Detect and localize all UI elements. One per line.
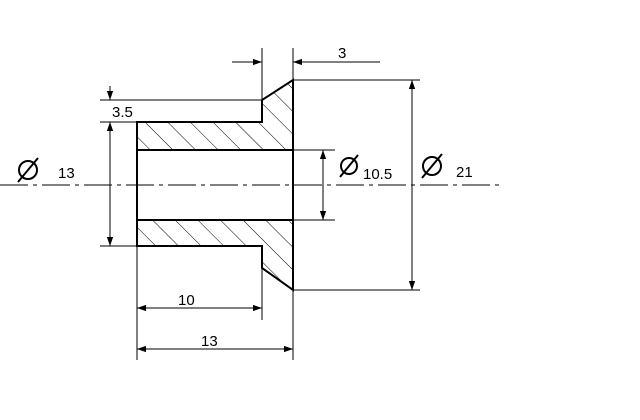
dimension-flange-width: 3 [232,45,380,66]
dimension-body-length: 10 [137,292,262,312]
wall-thickness-label: 3.5 [112,104,133,121]
upper-section-hatch [137,80,293,150]
body-length-label: 10 [178,292,195,309]
flange-width-label: 3 [338,45,346,62]
diameter-symbol-icon [17,157,39,183]
dimension-outer-diameter: 13 [17,122,114,246]
inner-diameter-label: 10.5 [363,166,392,183]
extension-lines [100,48,420,360]
dimension-inner-diameter: 10.5 [319,150,392,220]
lower-section-hatch [137,220,293,290]
diameter-symbol-icon [421,153,443,179]
dimension-flange-diameter: 21 [408,80,473,290]
dimension-wall-thickness: 3.5 [106,86,133,121]
diameter-symbol-icon [339,154,359,178]
total-length-label: 13 [201,333,218,350]
outer-diameter-label: 13 [58,165,75,182]
flange-diameter-label: 21 [456,164,473,181]
dimension-total-length: 13 [137,333,293,353]
